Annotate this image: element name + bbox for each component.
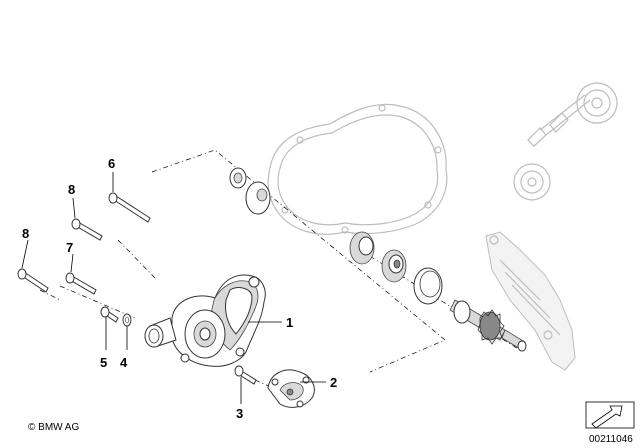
leader-lines (21, 172, 326, 404)
washer-4 (122, 313, 132, 327)
bolt-3 (234, 365, 257, 385)
circlip (413, 267, 443, 305)
assembly-lines (39, 149, 521, 401)
callout-3: 3 (236, 406, 243, 421)
callout-7: 7 (66, 240, 73, 255)
callout-5: 5 (100, 355, 107, 370)
bolt-5 (100, 306, 119, 323)
bolt-8-lower (17, 268, 49, 293)
timing-chain-ghost (485, 82, 618, 371)
callout-8-upper: 8 (68, 182, 75, 197)
pump-shaft-gear (449, 299, 527, 352)
callout-8-lower: 8 (22, 226, 29, 241)
pump-cover-plate (267, 369, 315, 408)
bolt-6 (108, 192, 151, 223)
callout-4: 4 (120, 355, 128, 370)
bolt-7 (65, 272, 97, 295)
bearing-1 (349, 231, 375, 265)
water-pump-housing (144, 274, 266, 367)
bolt-8-upper (71, 218, 103, 241)
seal-ring-small (229, 167, 247, 189)
bearing-2 (381, 249, 407, 283)
view-direction-arrow-icon (585, 401, 635, 429)
impeller-seal (245, 181, 271, 215)
callout-2: 2 (330, 375, 337, 390)
cover-gasket-ghost (267, 103, 448, 235)
copyright-text: © BMW AG (28, 422, 79, 433)
callout-6: 6 (108, 156, 115, 171)
diagram-number: 00211046 (589, 434, 633, 445)
callout-1: 1 (286, 315, 293, 330)
